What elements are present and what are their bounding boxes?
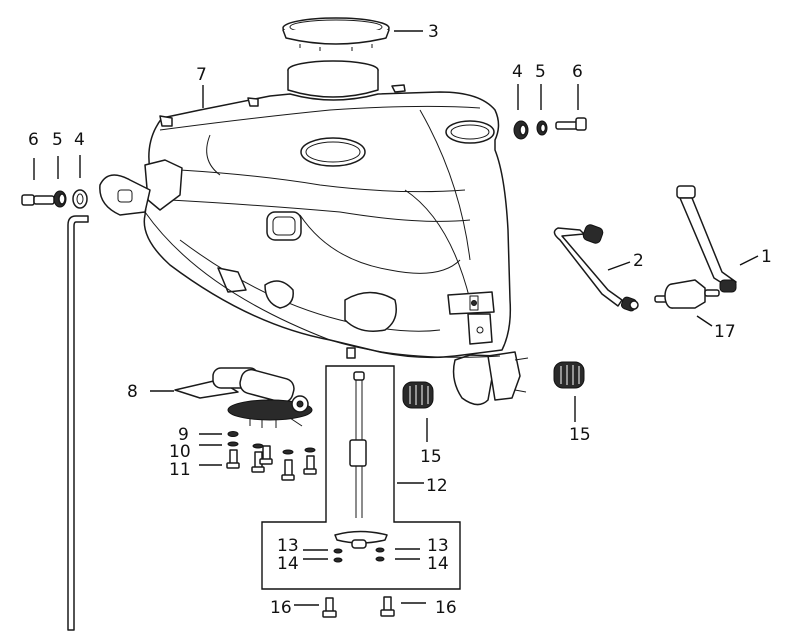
part-1-fuel-hose [676, 185, 737, 293]
part-12-level-sensor [334, 371, 388, 549]
part-2-fuel-hose [553, 224, 639, 312]
callout-16-right: 16 [435, 598, 457, 618]
pump-fasteners [226, 431, 317, 481]
part-6-right-bolt [555, 121, 579, 130]
callout-7: 7 [196, 65, 207, 85]
callout-2: 2 [633, 251, 644, 271]
callout-12: 12 [426, 476, 448, 496]
part-15-damper-left [402, 381, 434, 409]
part-15-damper-right [553, 361, 585, 389]
callout-6-left: 6 [28, 130, 39, 150]
callout-13-right: 13 [427, 536, 449, 556]
callout-10: 10 [169, 442, 191, 462]
callout-16-left: 16 [270, 598, 292, 618]
part-14-spring-washer-left [333, 557, 343, 563]
part-13-washer-right [375, 547, 385, 553]
callout-17: 17 [714, 322, 736, 342]
part-4-left-washer [72, 189, 88, 209]
callout-15-right: 15 [569, 425, 591, 445]
callout-6-right: 6 [572, 62, 583, 82]
part-3-cap-ring [282, 17, 390, 51]
part-13-washer-left [333, 548, 343, 554]
part-9-washer [227, 431, 239, 437]
part-11-bolt [229, 449, 238, 465]
part-17-fuel-filter [654, 279, 720, 309]
callout-13-left: 13 [277, 536, 299, 556]
part-6-left-bolt [21, 194, 35, 206]
sensor-group-box [261, 365, 461, 590]
callout-5-right: 5 [535, 62, 546, 82]
part-16-bolt-left [322, 597, 337, 618]
leader-2 [607, 261, 631, 271]
callout-15-left: 15 [420, 447, 442, 467]
callout-4-left: 4 [74, 130, 85, 150]
leader-17 [696, 315, 713, 327]
callout-8: 8 [127, 382, 138, 402]
leader-1 [739, 255, 759, 266]
drain-tube [67, 215, 89, 631]
callout-5-left: 5 [52, 130, 63, 150]
callout-11: 11 [169, 460, 191, 480]
callout-1: 1 [761, 247, 772, 267]
part-10-spring-washer [227, 441, 239, 447]
callout-14-right: 14 [427, 554, 449, 574]
right-mount-hardware [513, 117, 587, 140]
part-16-bolt-right [380, 596, 395, 617]
callout-9: 9 [178, 425, 189, 445]
callout-3: 3 [428, 22, 439, 42]
part-14-spring-washer-right [375, 556, 385, 562]
part-8-fuel-pump [174, 367, 313, 428]
left-mount-hardware [21, 189, 88, 209]
sensor-fasteners [333, 547, 385, 563]
callout-14-left: 14 [277, 554, 299, 574]
callout-4-right: 4 [512, 62, 523, 82]
part-7-fuel-tank [99, 60, 529, 406]
